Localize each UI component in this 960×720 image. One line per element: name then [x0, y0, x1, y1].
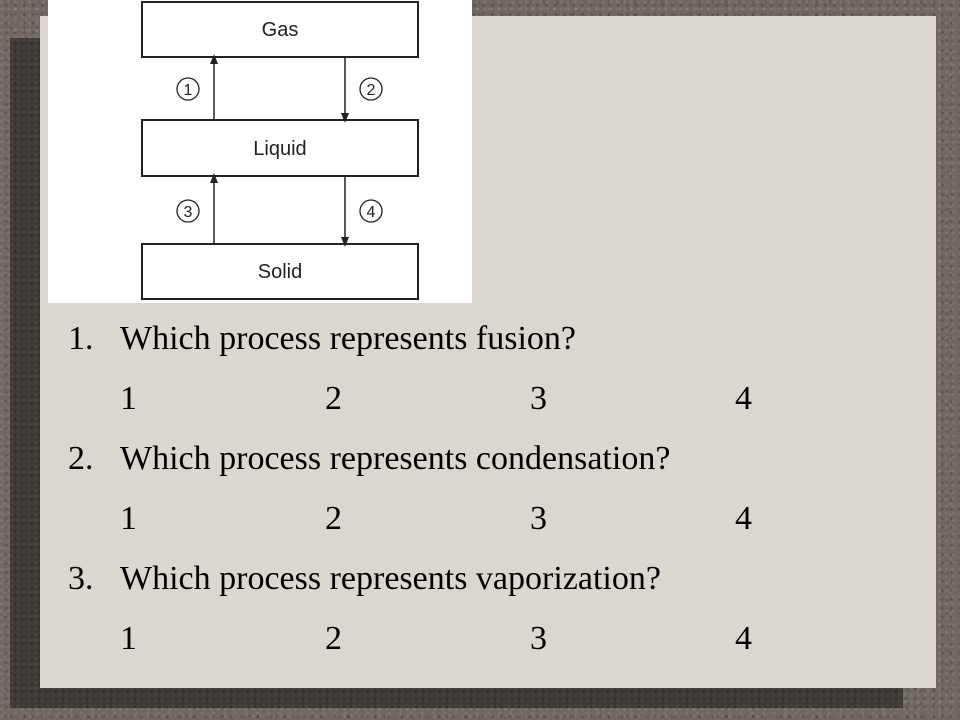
- q2-choice-4[interactable]: 4: [735, 500, 752, 537]
- process-4-circle: [359, 199, 383, 223]
- q1-choice-4[interactable]: 4: [735, 380, 752, 417]
- q3-choice-1[interactable]: 1: [120, 620, 137, 657]
- process-1-circle: [176, 77, 200, 101]
- q2-choice-1[interactable]: 1: [120, 500, 137, 537]
- question-2: 2. Which process represents condensation?: [68, 442, 670, 476]
- solid-label: Solid: [258, 261, 302, 283]
- question-2-choices: 1 2 3 4: [120, 502, 940, 536]
- phase-change-diagram: Gas Liquid Solid 1 2 3 4: [48, 0, 472, 303]
- process-2-circle: [359, 77, 383, 101]
- q1-choice-1[interactable]: 1: [120, 380, 137, 417]
- question-2-number: 2.: [68, 440, 94, 477]
- question-1-text: Which process represents fusion?: [120, 320, 577, 357]
- process-3-label: 3: [184, 204, 193, 221]
- liquid-label: Liquid: [253, 138, 306, 160]
- process-3-circle: [176, 199, 200, 223]
- question-3-number: 3.: [68, 560, 94, 597]
- q2-choice-3[interactable]: 3: [530, 500, 547, 537]
- diagram-svg: Gas Liquid Solid 1 2 3 4: [141, 1, 419, 300]
- process-4-label: 4: [367, 204, 376, 221]
- q3-choice-4[interactable]: 4: [735, 620, 752, 657]
- gas-label: Gas: [262, 19, 299, 41]
- q3-choice-2[interactable]: 2: [325, 620, 342, 657]
- question-1: 1. Which process represents fusion?: [68, 322, 576, 356]
- question-1-number: 1.: [68, 320, 94, 357]
- question-3: 3. Which process represents vaporization?: [68, 562, 661, 596]
- question-2-text: Which process represents condensation?: [120, 440, 671, 477]
- q3-choice-3[interactable]: 3: [530, 620, 547, 657]
- gas-box: [141, 1, 419, 58]
- q1-choice-2[interactable]: 2: [325, 380, 342, 417]
- question-3-text: Which process represents vaporization?: [120, 560, 661, 597]
- solid-box: [141, 243, 419, 300]
- process-1-label: 1: [184, 82, 193, 99]
- liquid-box: [141, 119, 419, 177]
- process-2-label: 2: [367, 82, 376, 99]
- question-3-choices: 1 2 3 4: [120, 622, 940, 656]
- question-1-choices: 1 2 3 4: [120, 382, 940, 416]
- q1-choice-3[interactable]: 3: [530, 380, 547, 417]
- q2-choice-2[interactable]: 2: [325, 500, 342, 537]
